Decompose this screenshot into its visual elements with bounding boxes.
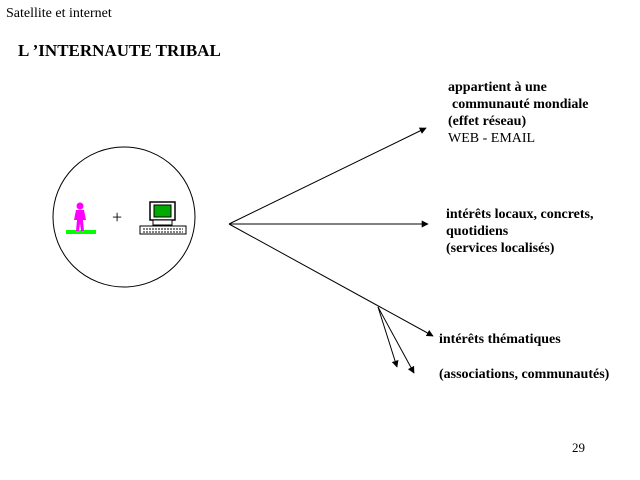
- branch-line: (services localisés): [446, 241, 555, 256]
- branch-line: appartient à une: [448, 80, 547, 95]
- branch-line: (effet réseau): [448, 114, 527, 129]
- arrow-themes-fork-2: [377, 306, 415, 374]
- branch-line: communauté mondiale: [452, 97, 589, 112]
- branch-local-text: intérêts locaux, concrets, quotidiens (s…: [446, 206, 593, 257]
- arrow-web: [228, 127, 427, 225]
- page-number: 29: [572, 440, 585, 455]
- branch-line: quotidiens: [446, 224, 509, 239]
- header-title: Satellite et internet: [6, 6, 112, 21]
- plus-sign: +: [112, 207, 123, 227]
- user-circle: [52, 146, 196, 288]
- branch-line: intérêts thématiques: [439, 332, 561, 347]
- branch-line: WEB - EMAIL: [448, 131, 536, 146]
- arrow-themes-fork-1: [377, 306, 399, 368]
- arrow-themes: [228, 223, 434, 337]
- branch-line: intérêts locaux, concrets,: [446, 207, 594, 222]
- branch-web-text: appartient à une communauté mondiale (ef…: [448, 79, 589, 147]
- computer-icon: [139, 201, 187, 235]
- slide-title: L ’INTERNAUTE TRIBAL: [18, 41, 221, 60]
- branch-line: (associations, communautés): [439, 367, 610, 382]
- branch-themes-text: intérêts thématiques (associations, comm…: [439, 331, 609, 383]
- person-icon: [66, 202, 96, 234]
